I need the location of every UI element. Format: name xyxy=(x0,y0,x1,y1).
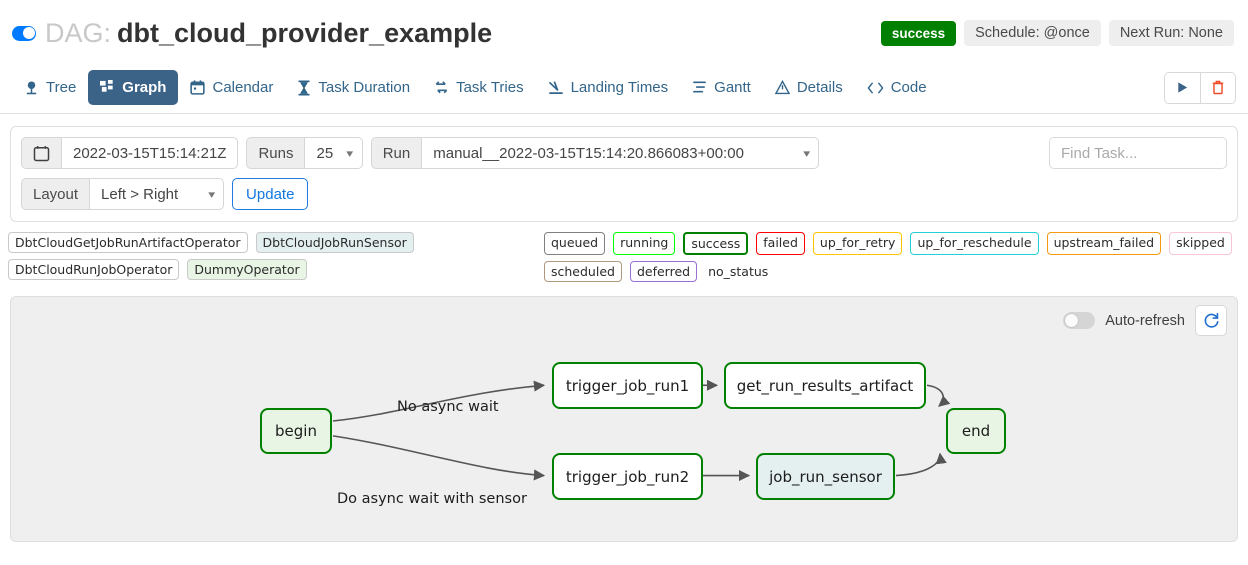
tab-task-duration-label: Task Duration xyxy=(318,79,411,96)
legend-state-skipped: skipped xyxy=(1169,232,1232,255)
legend-operator-chip: DbtCloudRunJobOperator xyxy=(8,259,180,280)
dag-pause-toggle[interactable] xyxy=(12,25,36,41)
layout-label: Layout xyxy=(21,178,90,210)
graph-node-begin[interactable]: begin xyxy=(260,408,332,454)
legend: DbtCloudGetJobRunArtifactOperator DbtClo… xyxy=(0,222,1248,290)
graph-toolbar: Auto-refresh xyxy=(1063,305,1227,336)
legend-operator-chip: DbtCloudJobRunSensor xyxy=(255,232,414,253)
find-task-input[interactable]: Find Task... xyxy=(1049,137,1227,169)
dag-action-buttons xyxy=(1164,71,1236,104)
chevron-down-icon: ▾ xyxy=(346,147,354,160)
header-badges: success Schedule: @once Next Run: None xyxy=(880,20,1236,46)
refresh-button[interactable] xyxy=(1195,305,1227,336)
calendar-picker-icon[interactable] xyxy=(21,137,61,169)
tab-code-label: Code xyxy=(890,79,927,96)
landing-icon xyxy=(548,80,564,95)
calendar-icon xyxy=(190,80,206,95)
tab-landing-times[interactable]: Landing Times xyxy=(536,70,681,105)
page-title: dbt_cloud_provider_example xyxy=(117,17,493,48)
legend-state-no-status: no_status xyxy=(708,264,769,279)
run-select-group: Run manual__2022-03-15T15:14:20.866083+0… xyxy=(370,137,820,169)
num-runs-value: 25 xyxy=(316,144,334,162)
legend-state-up-for-retry: up_for_retry xyxy=(812,232,903,255)
tree-icon xyxy=(24,80,39,96)
schedule-badge[interactable]: Schedule: @once xyxy=(964,20,1101,46)
run-label: Run xyxy=(370,137,422,169)
play-icon xyxy=(1178,82,1188,93)
warning-icon xyxy=(774,80,790,95)
tab-landing-times-label: Landing Times xyxy=(570,79,669,96)
update-button[interactable]: Update xyxy=(232,178,309,210)
tab-calendar[interactable]: Calendar xyxy=(178,70,285,105)
dag-prefix-label: DAG: xyxy=(45,17,112,48)
layout-select[interactable]: Left > Right ▾ xyxy=(89,178,225,210)
auto-refresh-toggle[interactable] xyxy=(1063,312,1096,329)
graph-edge-label-async-sensor: Do async wait with sensor xyxy=(337,491,527,507)
delete-dag-button[interactable] xyxy=(1200,72,1235,103)
dag-graph-canvas[interactable]: Auto-refresh begin trigger_job_run1 get_… xyxy=(10,296,1238,542)
tab-task-duration[interactable]: Task Duration xyxy=(285,70,422,105)
run-value: manual__2022-03-15T15:14:20.866083+00:00 xyxy=(433,144,744,162)
run-select[interactable]: manual__2022-03-15T15:14:20.866083+00:00… xyxy=(421,137,820,169)
status-badge: success xyxy=(880,20,957,46)
legend-state-scheduled: scheduled xyxy=(544,261,622,282)
filter-row-top: 2022-03-15T15:14:21Z Runs 25 ▾ Run manua… xyxy=(21,137,1227,169)
base-date-input[interactable]: 2022-03-15T15:14:21Z xyxy=(61,137,239,169)
graph-edges xyxy=(332,379,951,482)
layout-value: Left > Right xyxy=(101,185,179,203)
legend-operator-chip: DbtCloudGetJobRunArtifactOperator xyxy=(8,232,248,253)
graph-node-get-run-results-artifact[interactable]: get_run_results_artifact xyxy=(724,362,926,409)
gantt-icon xyxy=(692,80,707,95)
tab-code[interactable]: Code xyxy=(855,70,939,105)
legend-operators: DbtCloudGetJobRunArtifactOperator DbtClo… xyxy=(8,232,544,280)
auto-refresh-label: Auto-refresh xyxy=(1105,312,1185,329)
retry-icon xyxy=(434,80,449,95)
legend-state-running: running xyxy=(613,232,676,255)
tab-details-label: Details xyxy=(796,79,843,96)
tab-tree-label: Tree xyxy=(46,79,77,96)
chevron-down-icon: ▾ xyxy=(803,147,810,160)
legend-state-up-for-reschedule: up_for_reschedule xyxy=(910,232,1039,255)
runs-label: Runs xyxy=(246,137,305,169)
tab-tree[interactable]: Tree xyxy=(12,70,88,105)
graph-node-end[interactable]: end xyxy=(946,408,1006,454)
tab-details[interactable]: Details xyxy=(763,70,855,105)
num-runs-group: Runs 25 ▾ xyxy=(246,137,363,169)
refresh-icon xyxy=(1204,312,1219,328)
code-icon xyxy=(867,81,884,95)
tab-task-tries-label: Task Tries xyxy=(456,79,524,96)
legend-states: queued running success failed up_for_ret… xyxy=(544,232,1240,282)
tab-graph-label: Graph xyxy=(122,79,167,96)
next-run-badge: Next Run: None xyxy=(1108,20,1234,46)
tab-task-tries[interactable]: Task Tries xyxy=(422,70,536,105)
tab-gantt-label: Gantt xyxy=(714,79,751,96)
trash-icon xyxy=(1212,80,1224,95)
graph-node-job-run-sensor[interactable]: job_run_sensor xyxy=(756,453,895,500)
graph-edge-label-no-async-wait: No async wait xyxy=(397,399,499,415)
base-date-group: 2022-03-15T15:14:21Z xyxy=(21,137,239,169)
tab-graph[interactable]: Graph xyxy=(88,70,179,105)
filter-row-bottom: Layout Left > Right ▾ Update xyxy=(21,178,1227,210)
hourglass-icon xyxy=(297,80,311,96)
chevron-down-icon: ▾ xyxy=(207,188,215,201)
tab-calendar-label: Calendar xyxy=(212,79,274,96)
legend-state-queued: queued xyxy=(544,232,606,255)
legend-state-success: success xyxy=(683,232,749,255)
graph-icon xyxy=(100,80,115,95)
legend-state-deferred: deferred xyxy=(629,261,698,282)
dag-header: DAG: dbt_cloud_provider_example success … xyxy=(0,0,1248,62)
view-tabs: Tree Graph Calendar Task Duration Task T… xyxy=(0,62,1248,114)
legend-operator-chip: DummyOperator xyxy=(187,259,307,280)
legend-state-upstream-failed: upstream_failed xyxy=(1046,232,1162,255)
num-runs-select[interactable]: 25 ▾ xyxy=(304,137,363,169)
graph-node-trigger-job-run2[interactable]: trigger_job_run2 xyxy=(552,453,703,500)
tab-gantt[interactable]: Gantt xyxy=(680,70,763,105)
layout-group: Layout Left > Right ▾ xyxy=(21,178,225,210)
graph-node-trigger-job-run1[interactable]: trigger_job_run1 xyxy=(552,362,703,409)
legend-state-failed: failed xyxy=(756,232,805,255)
filter-panel: 2022-03-15T15:14:21Z Runs 25 ▾ Run manua… xyxy=(10,126,1238,222)
trigger-dag-button[interactable] xyxy=(1165,72,1200,103)
